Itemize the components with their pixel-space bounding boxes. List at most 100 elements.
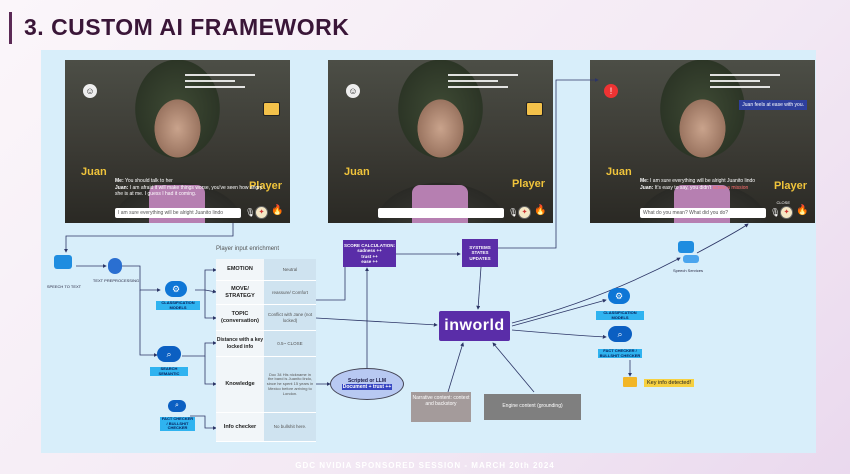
row-value: 0.5~ CLOSE [264,331,316,357]
scripted-llm-label: Scripted or LLM [347,378,387,384]
connector [498,78,599,249]
row-value: reassure/ Comfort [264,281,316,305]
inworld-logo: inworld [439,311,510,341]
flame-icon: 🔥 [534,205,547,216]
connector [315,317,438,327]
fact-checker-right-label: FACT CHECKER / BULLSHIT CHECKER [598,348,642,358]
microphone-icon[interactable]: 🎙 [508,208,519,217]
search-semantic-icon: ⌕ [157,346,181,362]
chat-line: Me: I am sure everything will be alright… [640,178,756,184]
row-label: EMOTION [216,259,264,281]
connector [511,298,607,327]
row-value: Neutral [264,259,316,281]
connector [447,342,464,393]
game-screenshot-2: ☺ Juan Player 🎙 ✦ 🔥 [328,60,553,223]
npc-name: Juan [606,166,632,178]
classification-cloud-icon: ⚙ [165,281,187,297]
connector [476,266,482,310]
fact-checker-right-icon: ⌕ [608,326,632,342]
connector [511,329,607,339]
relationship-notification: Juan feels at ease with you. [739,100,807,110]
slide-title: 3. CUSTOM AI FRAMEWORK [9,12,349,44]
hud-bar [448,74,518,76]
player-name: Player [773,180,807,192]
row-label: Knowledge [216,357,264,413]
compass-icon: ✦ [255,206,268,219]
microphone-icon[interactable]: 🎙 [245,208,256,217]
connector [122,265,161,292]
narrative-content-box: Narrative content: context and backstory [411,392,471,422]
score-line: sadness ++ [357,248,382,253]
score-calculation-title: SCORE CALCULATION: [344,242,395,248]
fact-checker-left-icon: ⌕ [168,400,186,412]
npc-face-icon: ☺ [83,84,97,98]
compass-icon: ✦ [518,206,531,219]
engine-content-box: Engine content (grounding) [484,394,581,420]
connector [204,356,217,386]
player-name: Player [248,180,282,192]
distance-label: CLOSE [776,200,790,205]
row-label: Distance with a key locked info [216,331,264,357]
connector [195,268,217,291]
classification-models-right-label: CLASSIFICATION MODELS [596,310,644,320]
chat-line: Me: You should talk to her [115,178,173,184]
folder-icon [623,377,637,387]
chat-log: Me: I am sure everything will be alright… [640,178,790,191]
chat-input[interactable]: I am sure everything will be alright Jua… [115,208,241,218]
flame-icon: 🔥 [796,205,809,216]
connector [64,223,234,253]
score-line: trust ++ [361,253,378,259]
chat-line: Juan: It's easy to say, you didn't screw… [640,184,749,191]
speech-bubble-icon [683,255,699,263]
chat-input[interactable]: What do you mean? What did you do? [640,208,766,218]
connector [492,342,535,393]
compass-icon: ✦ [780,206,793,219]
chat-input[interactable] [378,208,504,218]
score-line: ease ++ [361,259,378,264]
row-label: TOPIC (conversation) [216,305,264,331]
connector [511,257,681,324]
inventory-chest-icon [263,102,280,116]
hud-bar [448,86,508,88]
text-preprocessing-icon [108,258,122,274]
key-info-badge: Key info detected! [644,379,695,387]
hud-bar [710,86,770,88]
connector [696,223,749,254]
search-semantic-label: SEARCH SEMANTIC [150,366,188,376]
speech-to-text-icon [54,255,72,269]
connector [204,289,217,294]
classification-cloud-icon: ⚙ [608,288,630,304]
connector [204,290,217,320]
score-calculation-box: SCORE CALCULATION: sadness ++ trust ++ e… [343,240,396,267]
enrichment-label-column [216,259,264,442]
microphone-icon[interactable]: 🎙 [770,208,781,217]
speech-services-label: Speech Services [672,268,703,273]
footer: GDC NVIDIA SPONSORED SESSION - MARCH 20t… [295,461,555,470]
flame-icon: 🔥 [271,205,284,216]
npc-face-icon: ☺ [346,84,360,98]
hud-bar [185,86,245,88]
hud-bar [185,74,255,76]
hud-bar [185,80,235,82]
inventory-chest-icon [526,102,543,116]
classification-models-left-label: CLASSIFICATION MODELS [156,300,200,310]
speech-to-text-label: SPEECH TO TEXT [46,284,82,289]
enrichment-value-column [264,259,316,442]
systems-states-box: SYSTEMS STATES UPDATES [462,239,498,267]
speech-services-icon [678,241,694,253]
connector [190,415,217,430]
hud-bar [710,80,760,82]
fact-checker-left-label: FACT CHECKER / BULLSHIT CHECKER [160,416,195,431]
document-trust-label: Document + trust ++ [341,384,393,390]
enrichment-title: Player input enrichment [216,246,280,252]
npc-name: Juan [81,166,107,178]
npc-alert-icon: ! [604,84,618,98]
npc-name: Juan [344,166,370,178]
chat-log: Me: You should talk to her Juan: I am af… [115,178,265,198]
connector [182,341,217,357]
row-value: Conflict with Jane (not locked) [264,305,316,331]
player-name: Player [511,178,545,190]
connector [316,261,347,301]
game-screenshot-1: ☺ Juan Player Me: You should talk to her… [65,60,290,223]
